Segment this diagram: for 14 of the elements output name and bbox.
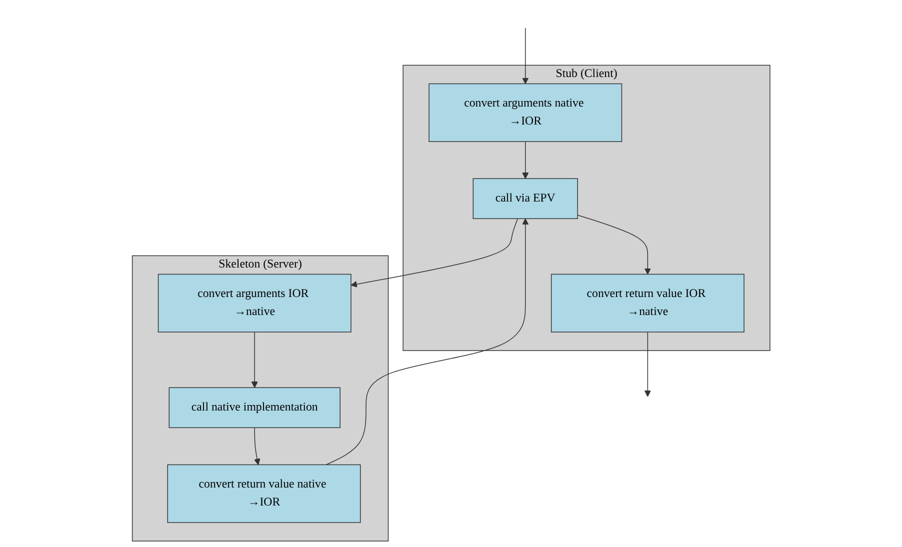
node-box: call native implementation [168, 387, 340, 428]
arrow [254, 427, 260, 466]
arrow [350, 218, 518, 288]
arrow [522, 141, 528, 179]
node-box: convert return value IOR →native [550, 274, 744, 332]
node-box: convert arguments IOR →native [158, 274, 352, 332]
arrow [577, 214, 651, 275]
node-box: convert arguments native →IOR [428, 83, 622, 142]
arrow [644, 332, 651, 397]
node-box: call via EPV [472, 178, 578, 220]
arrow [326, 218, 528, 466]
node-box: convert return value native →IOR [167, 464, 361, 523]
arrow [522, 28, 528, 84]
arrow [251, 332, 258, 388]
